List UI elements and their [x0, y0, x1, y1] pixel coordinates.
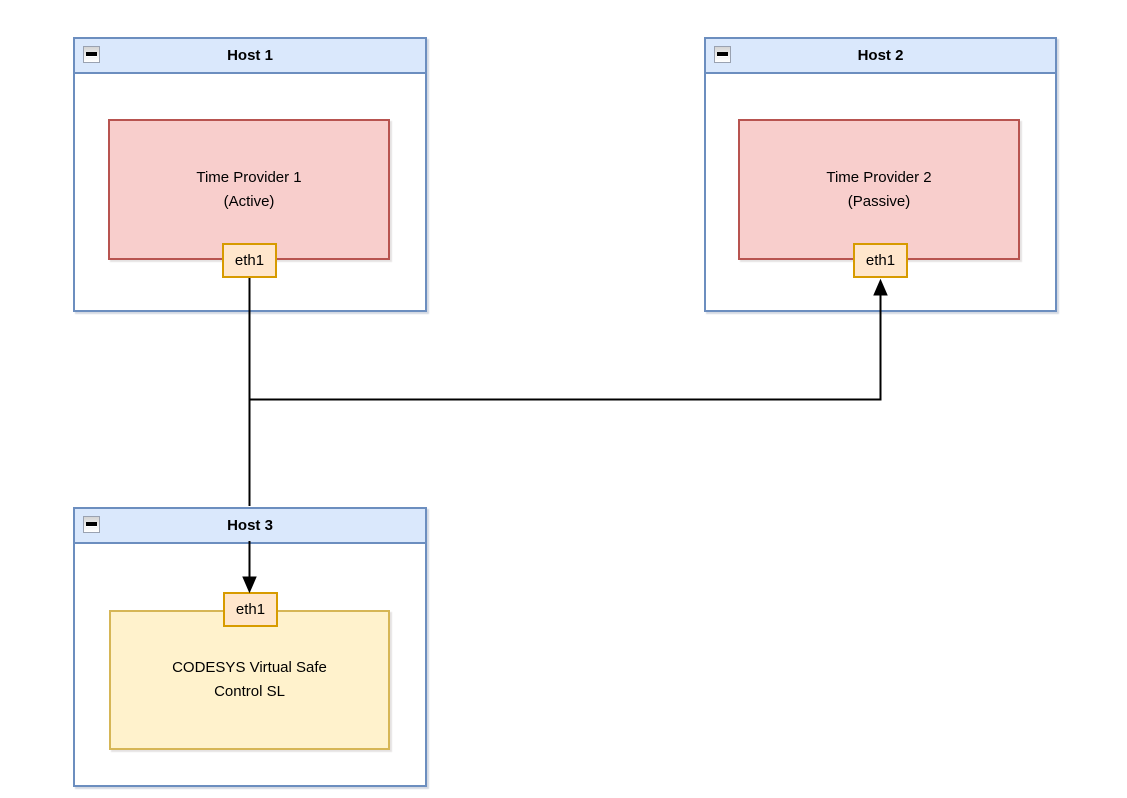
- host3-collapse-button[interactable]: [83, 516, 100, 533]
- time-provider-1-node[interactable]: Time Provider 1 (Active): [108, 119, 390, 260]
- node-sublabel: Control SL: [214, 683, 285, 700]
- node-label: CODESYS Virtual Safe: [172, 659, 327, 676]
- node-sublabel: (Passive): [847, 192, 911, 210]
- host1-collapse-button[interactable]: [83, 46, 100, 63]
- host2-eth1-port[interactable]: eth1: [853, 243, 908, 278]
- host3-container[interactable]: Host 3 CODESYS Virtual Safe Control SL e…: [73, 507, 427, 787]
- codesys-virtual-safe-control-node[interactable]: CODESYS Virtual Safe Control SL: [109, 610, 390, 750]
- host3-eth1-port[interactable]: eth1: [223, 592, 278, 627]
- host2-title: Host 2: [857, 47, 904, 64]
- host2-container[interactable]: Host 2 Time Provider 2 (Passive) eth1: [704, 37, 1057, 312]
- host1-eth1-port[interactable]: eth1: [222, 243, 277, 278]
- host2-titlebar: Host 2: [706, 39, 1055, 74]
- minus-icon: [86, 52, 97, 57]
- host1-container[interactable]: Host 1 Time Provider 1 (Active) eth1: [73, 37, 427, 312]
- host1-title: Host 1: [227, 47, 273, 64]
- minus-icon: [717, 52, 728, 57]
- host3-title: Host 3: [227, 517, 273, 534]
- node-sublabel: (Active): [223, 192, 275, 210]
- time-provider-2-node[interactable]: Time Provider 2 (Passive): [738, 119, 1020, 260]
- minus-icon: [86, 522, 97, 527]
- node-label: Time Provider 1: [196, 168, 302, 186]
- host3-titlebar: Host 3: [75, 509, 425, 544]
- host1-titlebar: Host 1: [75, 39, 425, 74]
- node-label: Time Provider 2: [826, 168, 932, 186]
- host2-collapse-button[interactable]: [714, 46, 731, 63]
